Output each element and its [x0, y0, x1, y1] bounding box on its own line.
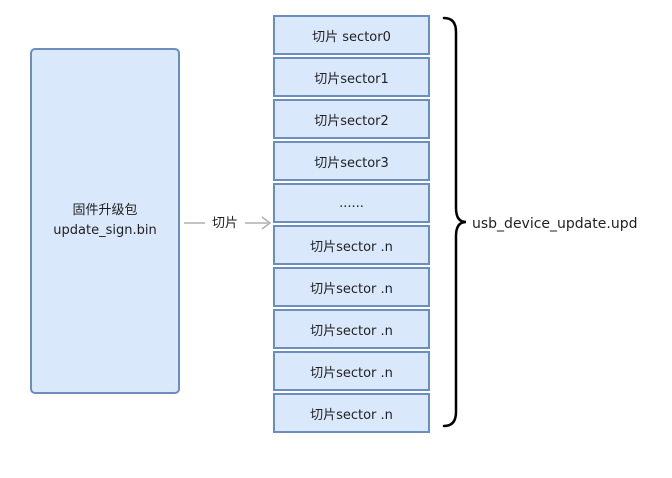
- firmware-package-title: 固件升级包: [72, 203, 138, 218]
- sector-label: ......: [339, 195, 364, 211]
- sector-box: 切片 sector0: [273, 15, 430, 55]
- sector-box: 切片sector2: [273, 99, 430, 139]
- sector-box: 切片sector .n: [273, 225, 430, 265]
- curly-brace: [442, 16, 467, 428]
- output-file-label: usb_device_update.upd: [472, 216, 638, 232]
- sector-label: 切片sector1: [314, 71, 389, 87]
- sector-label: 切片sector .n: [310, 281, 393, 297]
- split-arrow-label: 切片: [205, 214, 245, 234]
- sector-label: 切片sector3: [314, 155, 389, 171]
- sector-label: 切片 sector0: [312, 29, 391, 45]
- firmware-package-box: 固件升级包 update_sign.bin: [30, 48, 180, 394]
- sector-box: 切片sector1: [273, 57, 430, 97]
- sector-label: 切片sector .n: [310, 407, 393, 423]
- sector-box: 切片sector .n: [273, 309, 430, 349]
- sector-box: 切片sector3: [273, 141, 430, 181]
- sector-box: 切片sector .n: [273, 351, 430, 391]
- sector-label: 切片sector .n: [310, 239, 393, 255]
- firmware-package-filename: update_sign.bin: [53, 223, 157, 238]
- sector-box: 切片sector .n: [273, 393, 430, 433]
- sector-label: 切片sector .n: [310, 323, 393, 339]
- sector-box: ......: [273, 183, 430, 223]
- sector-box: 切片sector .n: [273, 267, 430, 307]
- split-arrow-head: [261, 216, 272, 230]
- sector-label: 切片sector2: [314, 113, 389, 129]
- sector-label: 切片sector .n: [310, 365, 393, 381]
